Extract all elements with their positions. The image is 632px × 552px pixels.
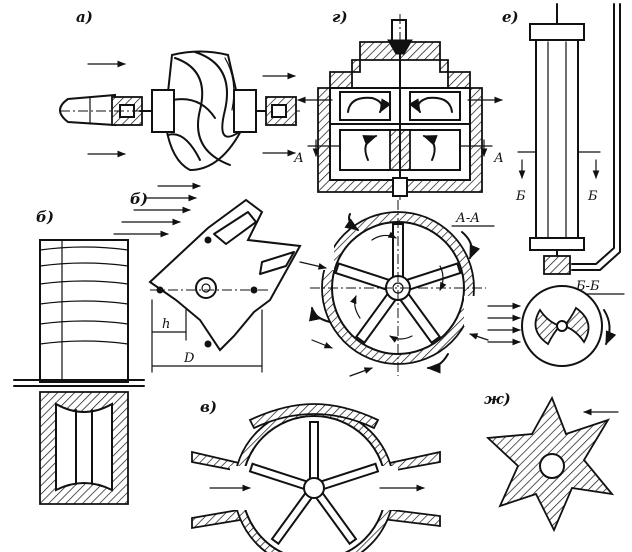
section-mark-a-left: А xyxy=(293,151,304,166)
section-aa-blades xyxy=(334,223,462,345)
support-frame xyxy=(571,3,615,265)
panel-label-b-plate: б) xyxy=(130,190,148,208)
panel-zh-star-rotor: ж) xyxy=(484,390,619,533)
panel-e-vertical-rotor: е) Б Б Б-Б xyxy=(487,3,625,367)
blade-upper xyxy=(39,239,129,383)
panel-b-plate: б) h D xyxy=(113,182,302,373)
rotor-base-bearing xyxy=(543,255,571,275)
panel-label-b-blade: б) xyxy=(36,208,54,226)
screw-rotor xyxy=(163,50,246,172)
panel-label-v: в) xyxy=(200,398,217,416)
section-mark-b-left: Б xyxy=(515,189,526,204)
star-plate xyxy=(148,198,302,352)
dimension-d: D xyxy=(183,351,195,366)
panel-label-e: е) xyxy=(502,8,519,26)
panel-label-g: г) xyxy=(332,8,348,26)
panel-a-screw-rotor: а) xyxy=(59,8,300,172)
rotor-cylinder xyxy=(535,39,579,241)
panel-b-blade: б) xyxy=(13,208,145,505)
panel-label-zh: ж) xyxy=(484,390,511,408)
panel-aa-section: А-А xyxy=(299,200,495,377)
section-label-aa: А-А xyxy=(455,211,480,226)
dimension-h: h xyxy=(162,317,170,332)
rotor-top-cap xyxy=(529,23,585,41)
housing-top xyxy=(329,41,471,89)
panel-v-paddle-wheel: в) xyxy=(191,398,441,552)
paddle-blade xyxy=(309,421,319,481)
nose-cone xyxy=(59,93,116,127)
panel-g-centrifugal-unit: г) А А xyxy=(293,8,504,200)
panel-label-a: а) xyxy=(76,8,93,26)
section-mark-a-right: А xyxy=(493,151,504,166)
section-mark-b-right: Б xyxy=(587,189,598,204)
